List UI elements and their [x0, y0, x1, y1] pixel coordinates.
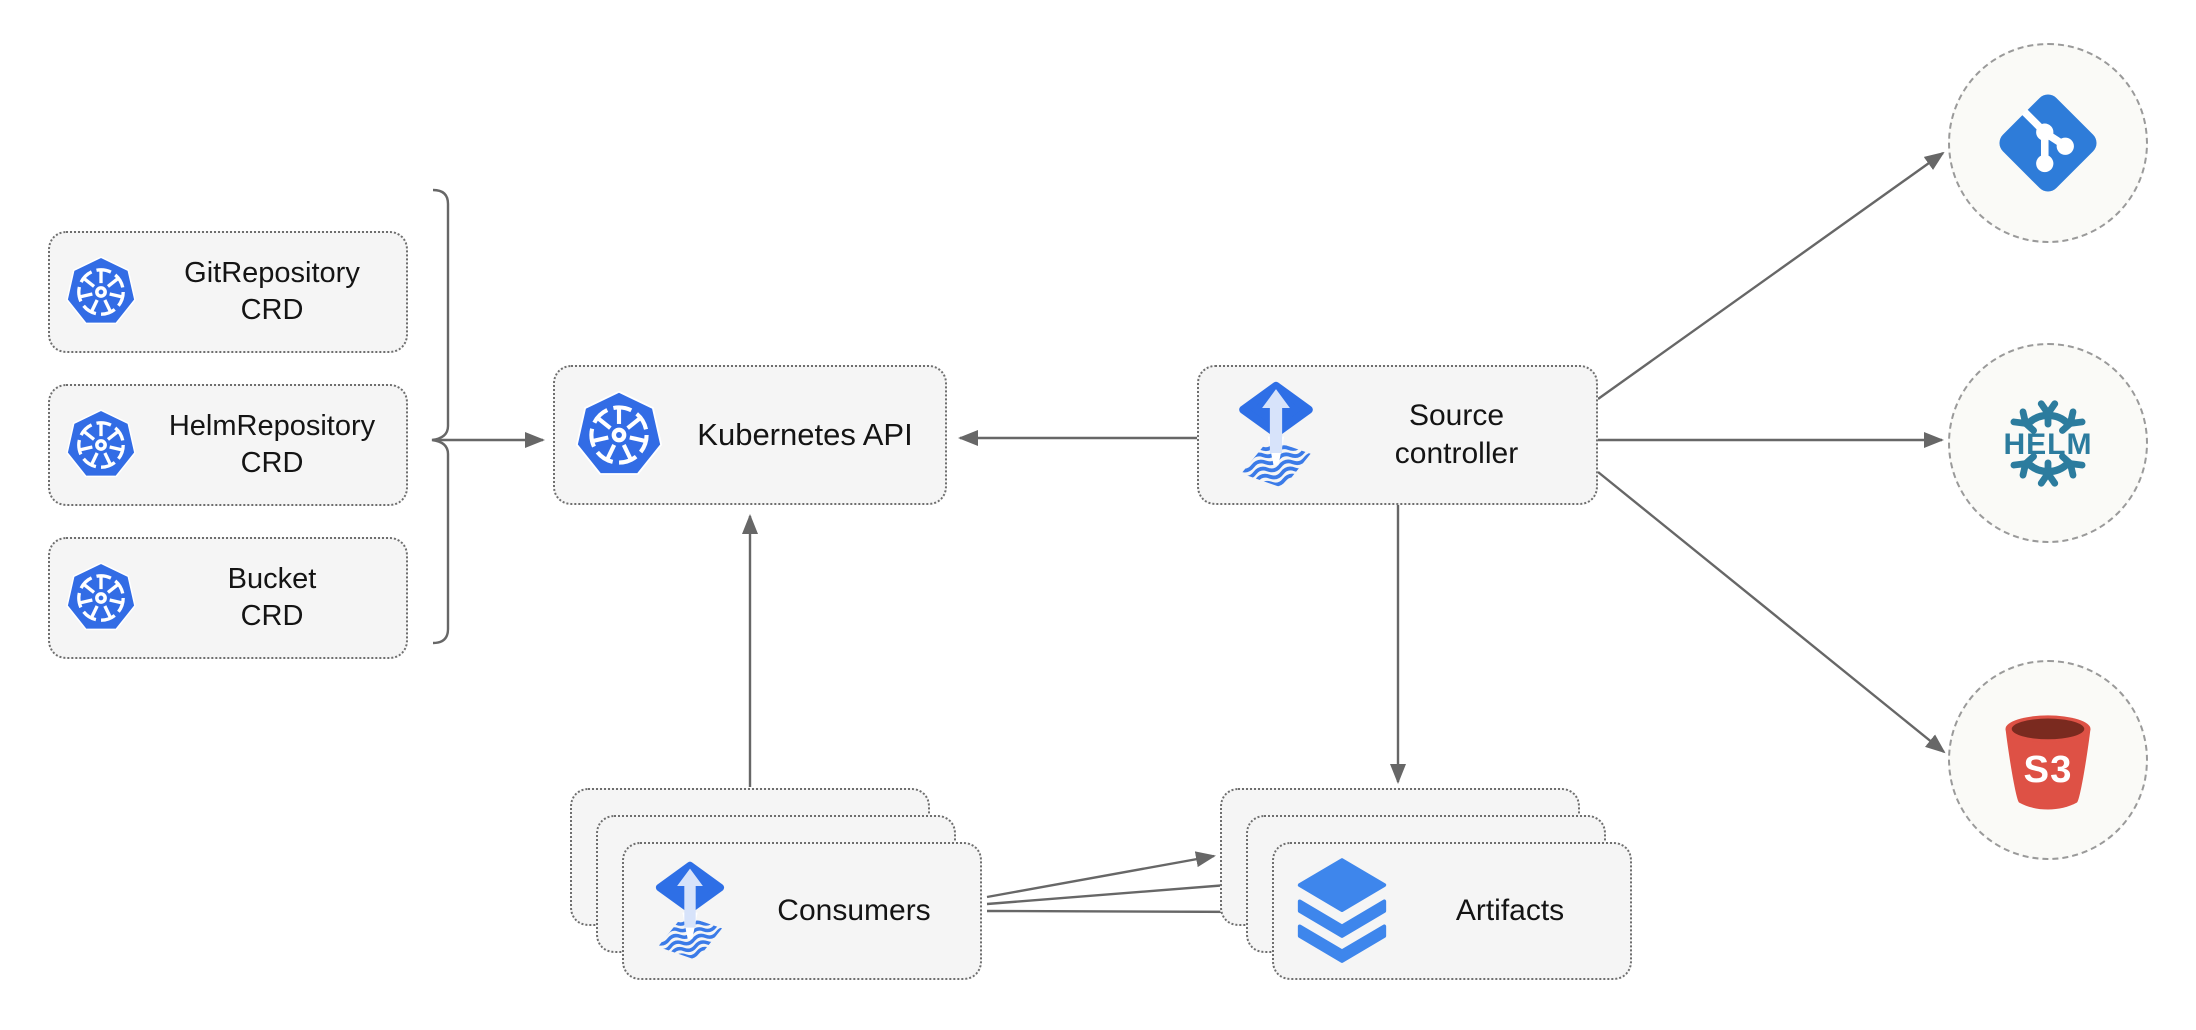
helm-logo-text: HELM	[2003, 428, 2092, 461]
node-kubernetes-api: Kubernetes API	[553, 365, 947, 505]
s3-bucket-icon: S3	[1996, 703, 2100, 817]
edge-consumers-to-artifacts-2	[986, 877, 1242, 906]
node-git-remote	[1948, 43, 2148, 243]
node-consumers: Consumers	[622, 842, 982, 980]
git-icon	[1994, 89, 2102, 197]
kubernetes-icon	[573, 389, 665, 481]
edge-source-to-git	[1597, 151, 1945, 400]
s3-logo-text: S3	[2024, 748, 2073, 791]
flux-source-controller-icon	[1235, 381, 1317, 489]
node-label: Kubernetes API	[697, 417, 913, 453]
node-label: Consumers	[777, 894, 931, 927]
kubernetes-icon	[64, 255, 138, 329]
kubernetes-icon	[64, 561, 138, 635]
layers-icon	[1294, 856, 1390, 966]
edge-source-to-s3	[1597, 471, 1946, 754]
node-consumers-stack: Consumers	[570, 788, 984, 982]
crd-group-brace	[431, 188, 450, 645]
edge-consumers-to-artifacts-3	[986, 903, 1268, 920]
kubernetes-icon	[64, 408, 138, 482]
node-s3-bucket: S3	[1948, 660, 2148, 860]
node-artifacts-stack: Artifacts	[1220, 788, 1634, 982]
edge-consumers-to-artifacts-1	[986, 851, 1216, 899]
node-helm-repository: HELM	[1948, 343, 2148, 543]
node-label: Artifacts	[1455, 894, 1565, 927]
flux-icon	[652, 861, 728, 961]
node-artifacts: Artifacts	[1272, 842, 1632, 980]
helm-icon: HELM	[1980, 395, 2116, 492]
